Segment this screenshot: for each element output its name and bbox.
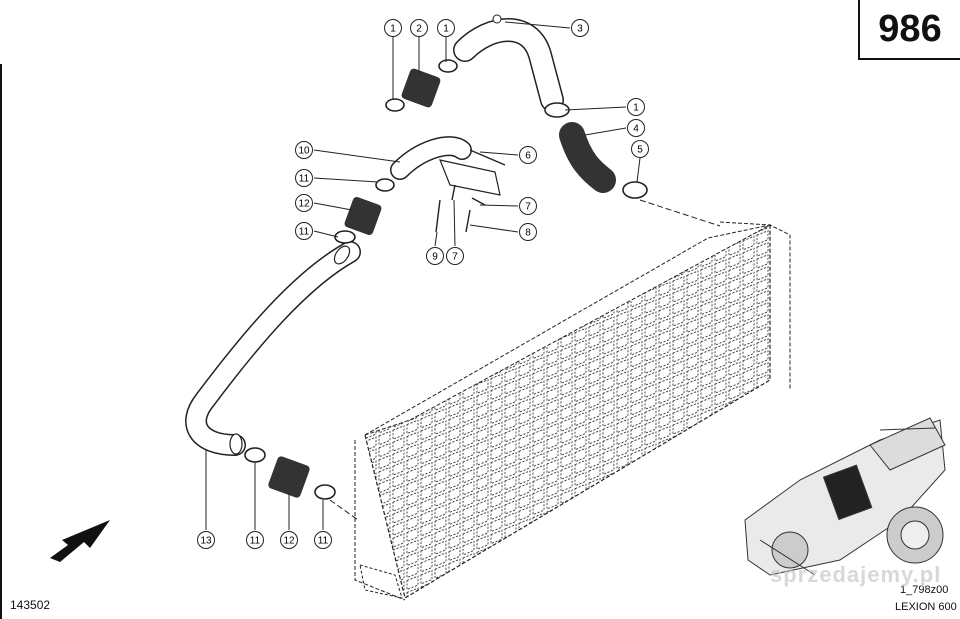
callout-1: 1	[437, 19, 455, 37]
pipe-10	[390, 136, 501, 196]
callout-13: 13	[197, 531, 215, 549]
direction-arrow-icon	[50, 520, 110, 562]
hose-3	[453, 14, 564, 112]
svg-text:1: 1	[443, 24, 449, 35]
callout-11: 11	[246, 531, 264, 549]
callout-11: 11	[295, 222, 313, 240]
svg-text:12: 12	[298, 199, 310, 210]
leader-lines	[205, 21, 641, 530]
svg-text:9: 9	[432, 252, 438, 263]
callout-1: 1	[627, 98, 645, 116]
svg-text:6: 6	[525, 151, 531, 162]
frame-border	[0, 64, 2, 619]
svg-text:3: 3	[577, 24, 583, 35]
svg-text:7: 7	[452, 252, 458, 263]
callout-12: 12	[280, 531, 298, 549]
callout-12: 12	[295, 194, 313, 212]
bolts	[435, 149, 506, 233]
hose-13	[185, 241, 361, 456]
callout-5: 5	[631, 140, 649, 158]
svg-text:13: 13	[200, 536, 212, 547]
callout-6: 6	[519, 146, 537, 164]
model-label: LEXION 600	[895, 601, 957, 613]
sleeves	[268, 68, 441, 498]
svg-text:11: 11	[299, 227, 310, 238]
callout-4: 4	[627, 119, 645, 137]
watermark: sprzedajemy.pl	[770, 562, 942, 587]
clamps	[244, 59, 648, 500]
svg-text:11: 11	[318, 536, 329, 547]
callout-1: 1	[384, 19, 402, 37]
svg-text:12: 12	[283, 536, 295, 547]
svg-text:10: 10	[298, 146, 310, 157]
reference-code: 1_798z00	[900, 584, 949, 596]
svg-text:7: 7	[525, 202, 531, 213]
svg-text:11: 11	[250, 536, 261, 547]
callout-10: 10	[295, 141, 313, 159]
callouts: 1 2 1 3 1 4 5 10 6 11 12 11 7 8 9 7 13 1…	[197, 19, 649, 549]
callout-9: 9	[426, 247, 444, 265]
callout-11: 11	[314, 531, 332, 549]
radiator	[329, 199, 791, 601]
callout-2: 2	[410, 19, 428, 37]
svg-text:5: 5	[637, 145, 643, 156]
callout-11: 11	[295, 169, 313, 187]
svg-text:2: 2	[416, 24, 422, 35]
callout-8: 8	[519, 223, 537, 241]
svg-text:1: 1	[390, 24, 396, 35]
svg-text:11: 11	[299, 174, 310, 185]
svg-text:8: 8	[525, 228, 531, 239]
callout-3: 3	[571, 19, 589, 37]
page-number-box: 986	[858, 0, 960, 60]
svg-text:4: 4	[633, 124, 639, 135]
callout-7: 7	[519, 197, 537, 215]
drawing-code: 143502	[10, 598, 51, 612]
hose-4	[559, 122, 616, 193]
page-number: 986	[878, 7, 942, 50]
callout-7: 7	[446, 247, 464, 265]
combine-locator-image	[744, 417, 946, 576]
svg-text:1: 1	[633, 103, 639, 114]
